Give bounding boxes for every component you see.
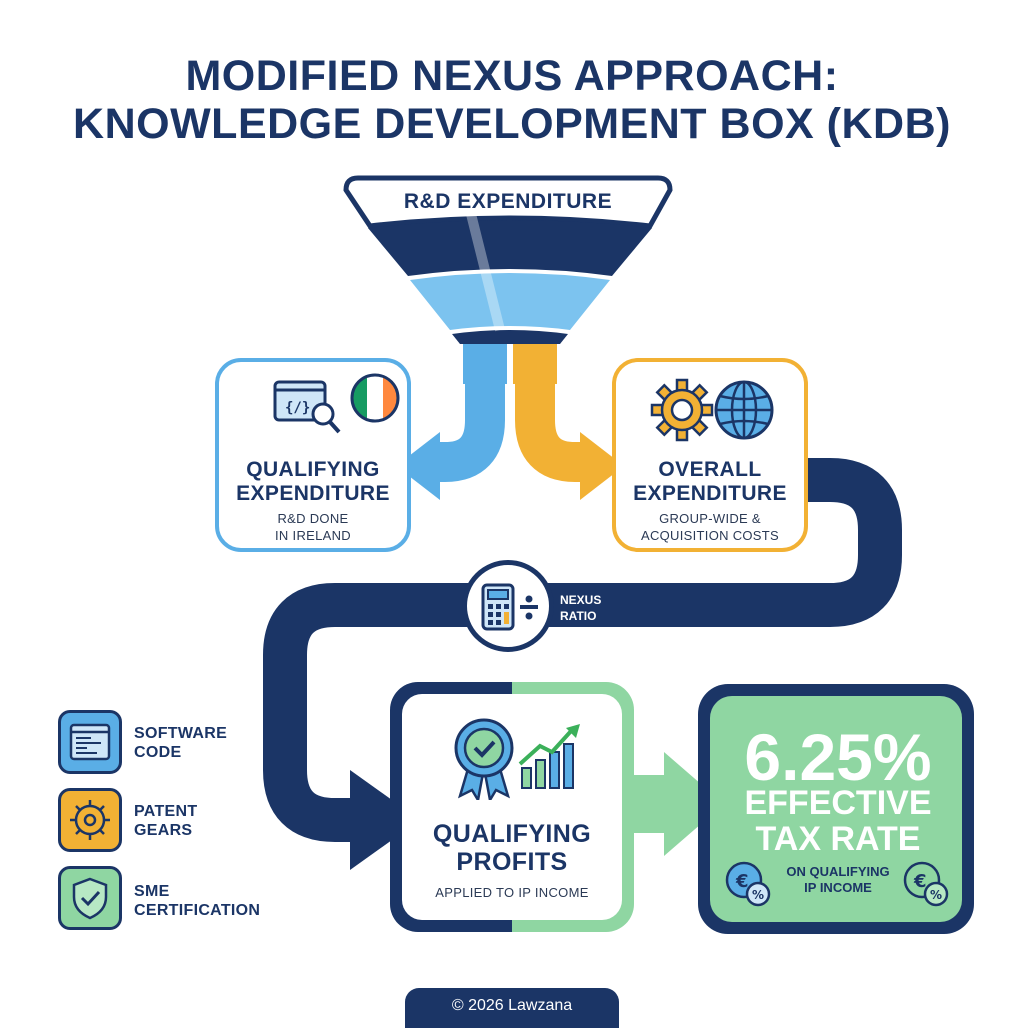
qualifying-expenditure-sub-1: R&D DONE	[277, 511, 349, 526]
qualifying-profits-sub: APPLIED TO IP INCOME	[435, 885, 589, 900]
flow-arrowhead	[350, 770, 420, 870]
nexus-ratio-line-1: NEXUS	[560, 593, 602, 607]
legend-swatch-patent	[58, 788, 122, 852]
legend-sme-line-2: CERTIFICATION	[134, 902, 261, 919]
profits-card-inner	[402, 694, 622, 920]
tax-rate-sub-line-2: IP INCOME	[804, 880, 872, 895]
footer-copyright: © 2026 Lawzana	[405, 988, 619, 1028]
page-title-line-1: MODIFIED NEXUS APPROACH:	[185, 52, 839, 100]
funnel	[343, 175, 673, 384]
qualifying-profits-title-2: PROFITS	[456, 848, 568, 876]
overall-expenditure-sub-1: GROUP-WIDE &	[659, 511, 761, 526]
shield-check-icon	[72, 877, 108, 920]
growth-chart-icon	[518, 724, 580, 789]
overall-expenditure-title-2: EXPENDITURE	[633, 482, 787, 505]
svg-text:€: €	[913, 871, 927, 892]
overall-expenditure-card: OVERALL EXPENDITURE GROUP-WIDE & ACQUISI…	[612, 358, 808, 552]
green-arrowhead	[664, 752, 724, 856]
tax-rate-label-2: TAX RATE	[755, 820, 921, 858]
svg-text:%: %	[752, 888, 764, 902]
globe-icon	[714, 380, 774, 440]
nexus-ratio-badge	[462, 560, 554, 652]
flow-path	[263, 458, 902, 842]
calculator-icon	[481, 583, 515, 631]
code-document-icon	[69, 723, 111, 761]
divide-icon	[520, 595, 538, 620]
svg-text:{/}: {/}	[285, 400, 310, 416]
euro-percent-coin-icon: € %	[725, 861, 771, 907]
svg-text:%: %	[930, 888, 942, 902]
tax-rate-sub: ON QUALIFYING IP INCOME	[770, 864, 906, 896]
svg-text:€: €	[735, 871, 749, 892]
magnifier-icon	[311, 402, 335, 426]
qualifying-expenditure-title-1: QUALIFYING	[246, 458, 380, 481]
legend-label-patent: PATENT GEARS	[134, 802, 197, 840]
qualifying-profits-card: QUALIFYING PROFITS APPLIED TO IP INCOME	[390, 682, 634, 932]
nexus-ratio-icons	[481, 583, 538, 631]
legend-patent-line-2: GEARS	[134, 822, 193, 839]
legend-label-sme: SME CERTIFICATION	[134, 882, 260, 920]
qualifying-expenditure-sub-2: IN IRELAND	[275, 528, 351, 543]
legend-sme-line-1: SME	[134, 883, 170, 900]
qualifying-profits-title-1: QUALIFYING	[432, 820, 592, 848]
irish-flag-icon	[350, 373, 400, 423]
page-title-line-2: KNOWLEDGE DEVELOPMENT BOX (KDB)	[73, 100, 951, 148]
orange-split-arrow	[515, 384, 590, 482]
legend-label-software: SOFTWARE CODE	[134, 724, 227, 762]
qualifying-expenditure-card: {/} QUALIFYING EXPENDITURE R&D DONE IN I…	[215, 358, 411, 552]
legend-software-line-2: CODE	[134, 744, 182, 761]
nexus-ratio-line-2: RATIO	[560, 609, 597, 623]
legend-software-line-1: SOFTWARE	[134, 725, 228, 742]
code-window-icon: {/}	[273, 380, 341, 434]
tax-rate-label-1: EFFECTIVE	[744, 784, 932, 822]
nexus-ratio-label: NEXUS RATIO	[560, 592, 601, 624]
tax-rate-sub-line-1: ON QUALIFYING	[786, 864, 890, 879]
funnel-label: R&D EXPENDITURE	[403, 190, 613, 213]
legend-patent-line-1: PATENT	[134, 803, 198, 820]
legend-swatch-software	[58, 710, 122, 774]
gear-icon	[650, 378, 714, 442]
blue-arrowhead	[396, 432, 440, 500]
euro-percent-coin-icon-right: € %	[903, 861, 949, 907]
orange-arrowhead	[580, 432, 624, 500]
overall-expenditure-sub-2: ACQUISITION COSTS	[640, 528, 779, 543]
overall-expenditure-title-1: OVERALL	[658, 458, 762, 481]
blue-split-arrow	[430, 384, 505, 482]
patent-gear-icon	[70, 800, 110, 840]
qualifying-expenditure-title-2: EXPENDITURE	[236, 482, 390, 505]
tax-rate-value: 6.25%	[744, 720, 932, 794]
legend-swatch-sme	[58, 866, 122, 930]
award-ribbon-icon	[454, 718, 514, 800]
